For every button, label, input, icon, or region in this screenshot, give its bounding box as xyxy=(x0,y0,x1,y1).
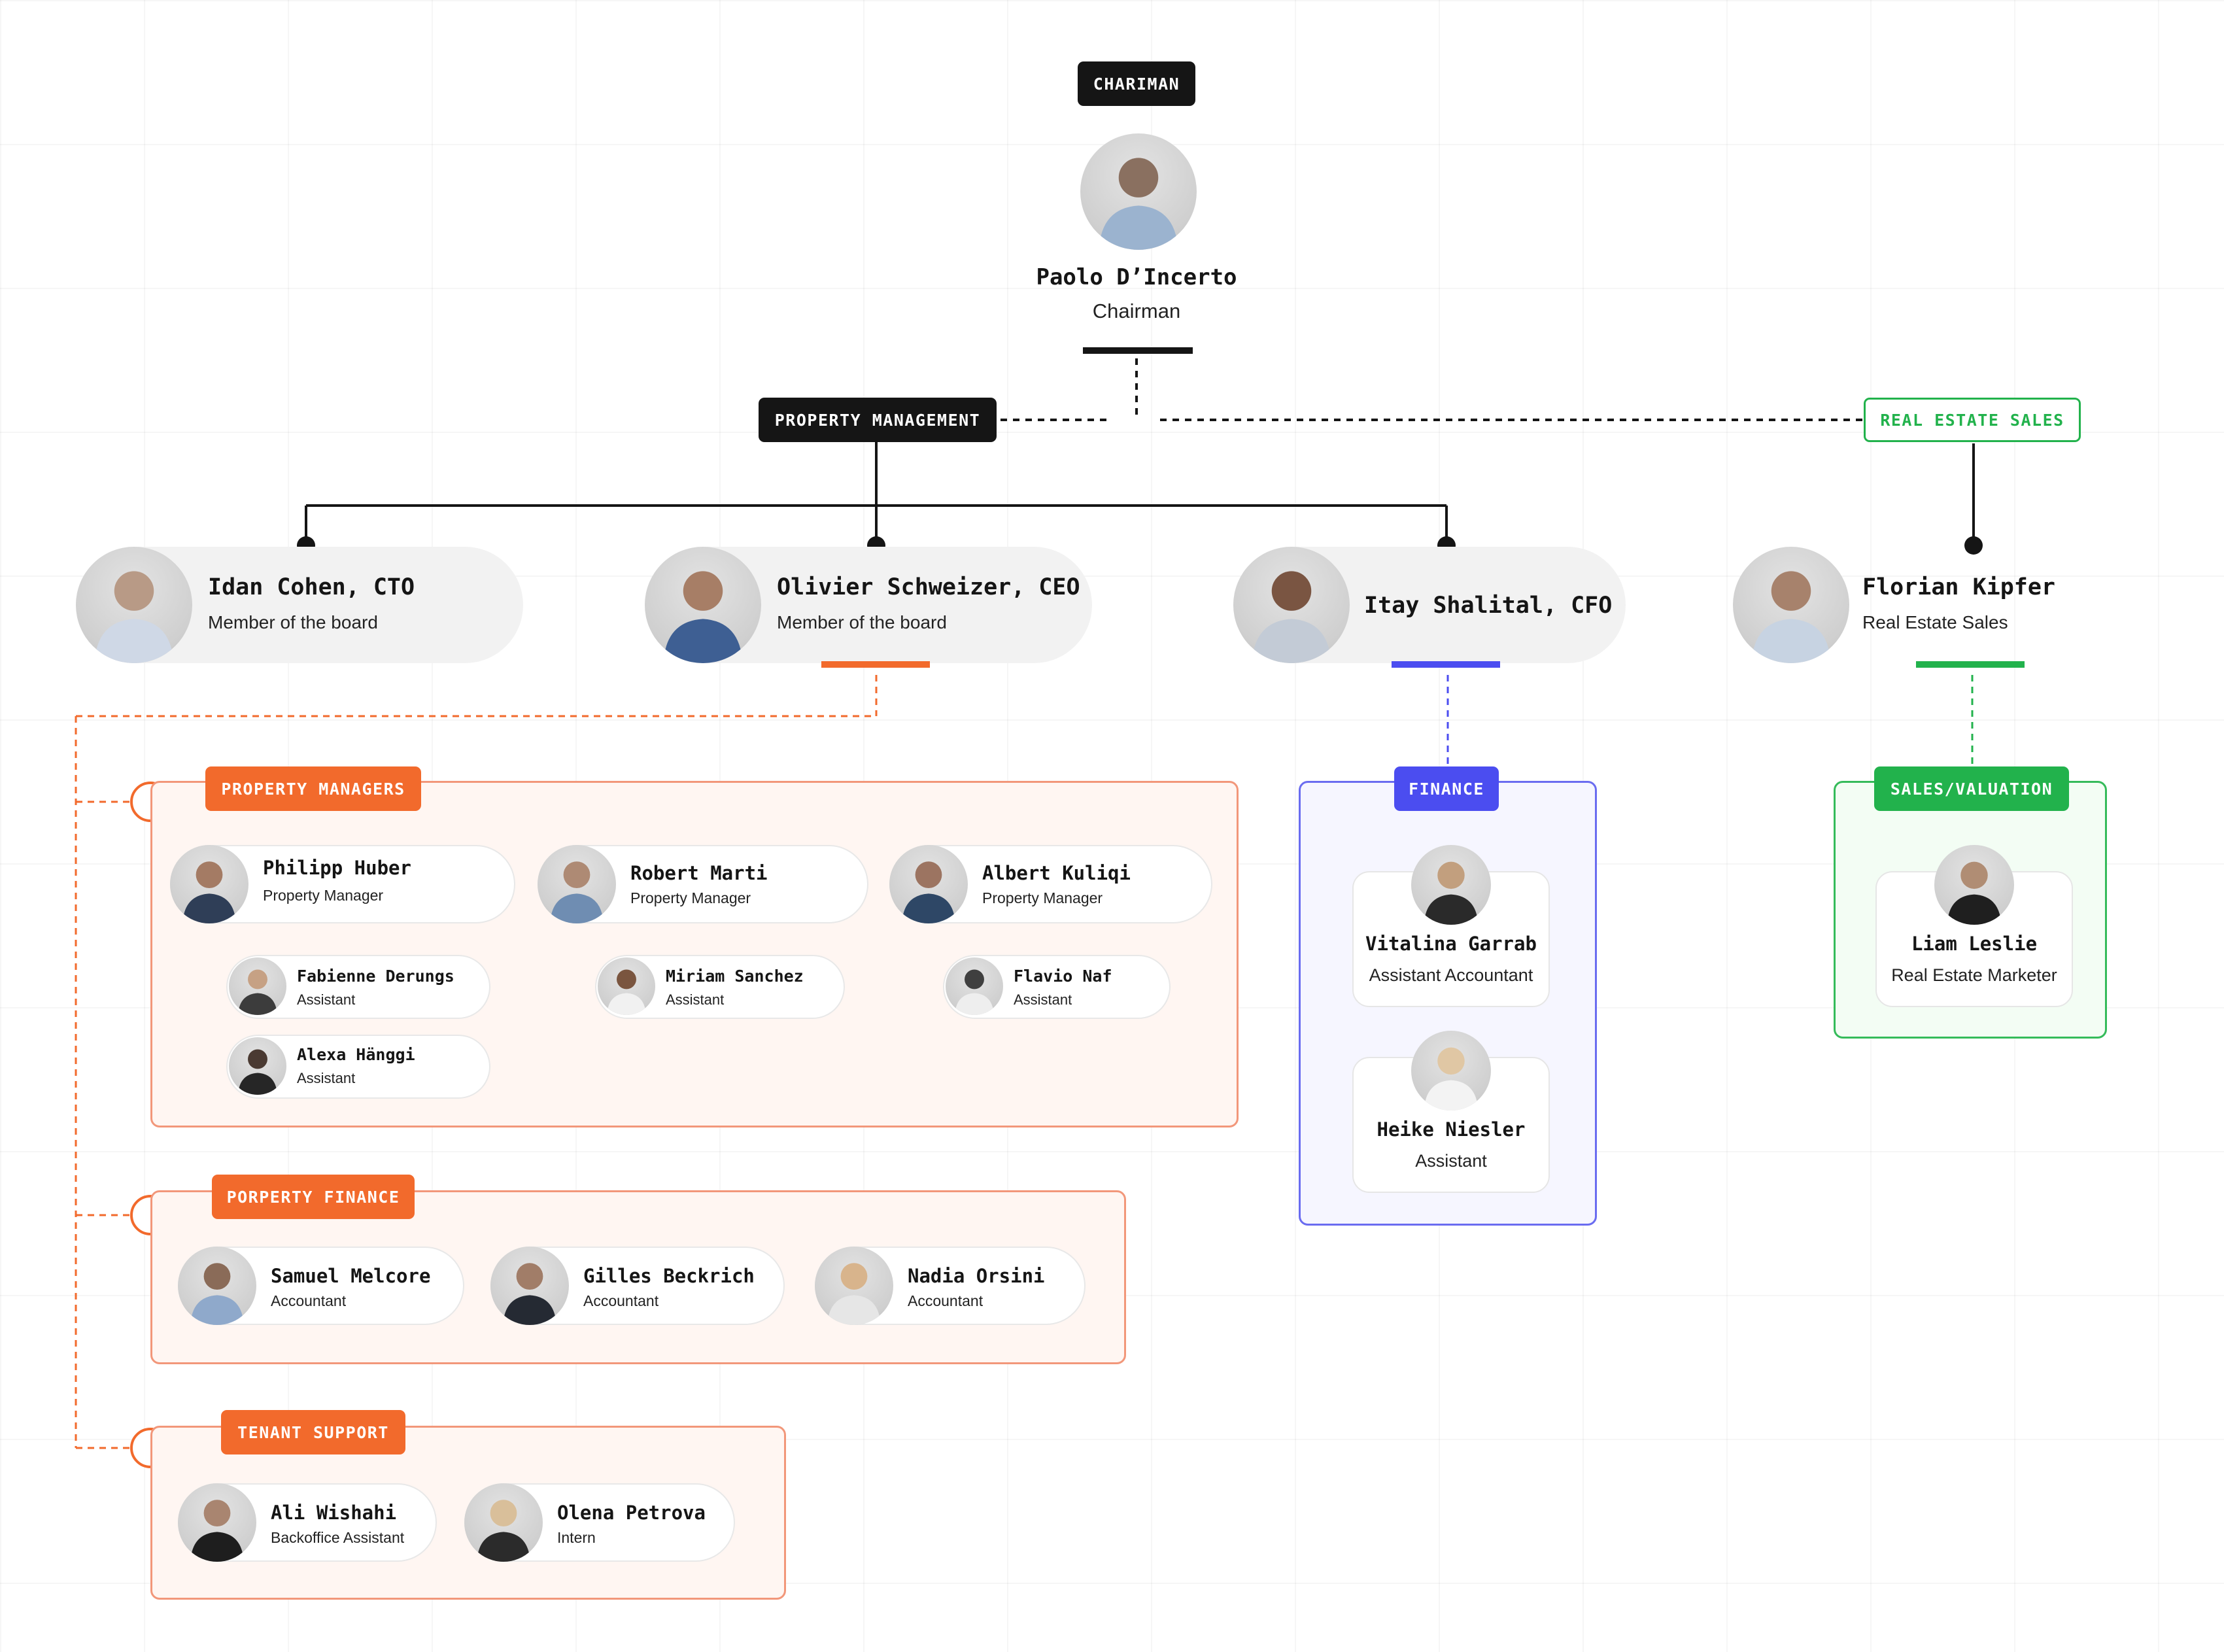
person-icon xyxy=(550,861,604,923)
cto-avatar xyxy=(76,547,192,663)
finance-tag: FINANCE xyxy=(1394,766,1499,811)
garrab-role: Assistant Accountant xyxy=(1369,965,1533,985)
chairman-bar xyxy=(1083,347,1193,354)
cfo-name: Itay Shalital, CFO xyxy=(1364,593,1613,619)
property-managers-tag: PROPERTY MANAGERS xyxy=(205,766,421,811)
sanchez-avatar xyxy=(598,957,655,1015)
orsini-name: Nadia Orsini xyxy=(908,1265,1045,1287)
person-icon xyxy=(477,1500,530,1562)
florian-name: Florian Kipfer xyxy=(1862,574,2056,600)
cto-role: Member of the board xyxy=(208,612,378,632)
garrab-avatar xyxy=(1411,845,1491,925)
beckrich-avatar xyxy=(490,1247,569,1325)
melcore-avatar xyxy=(178,1247,256,1325)
chairman-name: Paolo D’Incerto xyxy=(1036,264,1237,290)
person-icon xyxy=(94,571,174,663)
derungs-avatar xyxy=(229,957,286,1015)
ceo-bar xyxy=(821,661,930,668)
marti-role: Property Manager xyxy=(630,889,751,906)
derungs-name: Fabienne Derungs xyxy=(297,967,454,986)
person-icon xyxy=(663,571,743,663)
beckrich-role: Accountant xyxy=(583,1292,659,1309)
haenggi-avatar xyxy=(229,1037,286,1095)
real-estate-sales-tag: REAL ESTATE SALES xyxy=(1864,398,2081,442)
leslie-name: Liam Leslie xyxy=(1911,933,2038,955)
person-icon xyxy=(1424,861,1479,925)
cfo-avatar xyxy=(1233,547,1350,663)
leslie-role: Real Estate Marketer xyxy=(1891,965,2057,985)
person-icon xyxy=(503,1263,556,1325)
huber-name: Philipp Huber xyxy=(263,857,411,879)
wishahi-avatar xyxy=(178,1483,256,1562)
person-icon xyxy=(607,969,646,1015)
melcore-name: Samuel Melcore xyxy=(271,1265,431,1287)
person-icon xyxy=(190,1500,244,1562)
person-icon xyxy=(1424,1047,1479,1110)
leslie-avatar xyxy=(1934,845,2014,925)
person-icon xyxy=(1947,861,2002,925)
naf-name: Flavio Naf xyxy=(1014,967,1112,986)
haenggi-role: Assistant xyxy=(297,1070,356,1086)
person-icon xyxy=(955,969,994,1015)
niesler-name: Heike Niesler xyxy=(1377,1118,1526,1141)
petrova-role: Intern xyxy=(557,1529,596,1546)
person-icon xyxy=(1751,571,1831,663)
garrab-name: Vitalina Garrab xyxy=(1365,933,1537,955)
orsini-avatar xyxy=(815,1247,893,1325)
person-icon xyxy=(238,969,277,1015)
huber-role: Property Manager xyxy=(263,887,384,904)
niesler-role: Assistant xyxy=(1415,1151,1487,1171)
chairman-role: Chairman xyxy=(1092,300,1181,322)
niesler-avatar xyxy=(1411,1031,1491,1110)
chairman-tag: CHARIMAN xyxy=(1078,61,1195,106)
cfo-bar xyxy=(1392,661,1500,668)
orsini-role: Accountant xyxy=(908,1292,984,1309)
wishahi-role: Backoffice Assistant xyxy=(271,1529,405,1546)
naf-role: Assistant xyxy=(1014,991,1072,1008)
person-icon xyxy=(238,1049,277,1095)
sanchez-role: Assistant xyxy=(666,991,725,1008)
person-icon xyxy=(902,861,955,923)
person-icon xyxy=(182,861,236,923)
person-icon xyxy=(1099,158,1178,250)
marti-name: Robert Marti xyxy=(630,862,768,884)
sales-valuation-tag: SALES/VALUATION xyxy=(1874,766,2069,811)
person-icon xyxy=(190,1263,244,1325)
sanchez-name: Miriam Sanchez xyxy=(666,967,804,986)
petrova-avatar xyxy=(464,1483,543,1562)
ceo-avatar xyxy=(645,547,761,663)
chairman-avatar xyxy=(1080,133,1197,250)
melcore-role: Accountant xyxy=(271,1292,347,1309)
florian-bar xyxy=(1916,661,2025,668)
property-management-tag: PROPERTY MANAGEMENT xyxy=(759,398,997,442)
tenant-support-tag: TENANT SUPPORT xyxy=(221,1410,405,1454)
kuliqi-avatar xyxy=(889,845,968,923)
marti-avatar xyxy=(538,845,616,923)
wishahi-name: Ali Wishahi xyxy=(271,1502,397,1524)
derungs-role: Assistant xyxy=(297,991,356,1008)
ceo-role: Member of the board xyxy=(777,612,947,632)
cto-name: Idan Cohen, CTO xyxy=(208,574,415,600)
petrova-name: Olena Petrova xyxy=(557,1502,706,1524)
florian-avatar xyxy=(1733,547,1849,663)
person-icon xyxy=(1252,571,1331,663)
florian-role: Real Estate Sales xyxy=(1862,612,2008,632)
person-icon xyxy=(827,1263,881,1325)
huber-avatar xyxy=(170,845,248,923)
ceo-name: Olivier Schweizer, CEO xyxy=(777,574,1080,600)
haenggi-name: Alexa Hänggi xyxy=(297,1045,415,1064)
property-finance-tag: PORPERTY FINANCE xyxy=(212,1175,415,1219)
kuliqi-name: Albert Kuliqi xyxy=(982,862,1131,884)
beckrich-name: Gilles Beckrich xyxy=(583,1265,755,1287)
kuliqi-role: Property Manager xyxy=(982,889,1103,906)
naf-avatar xyxy=(946,957,1003,1015)
